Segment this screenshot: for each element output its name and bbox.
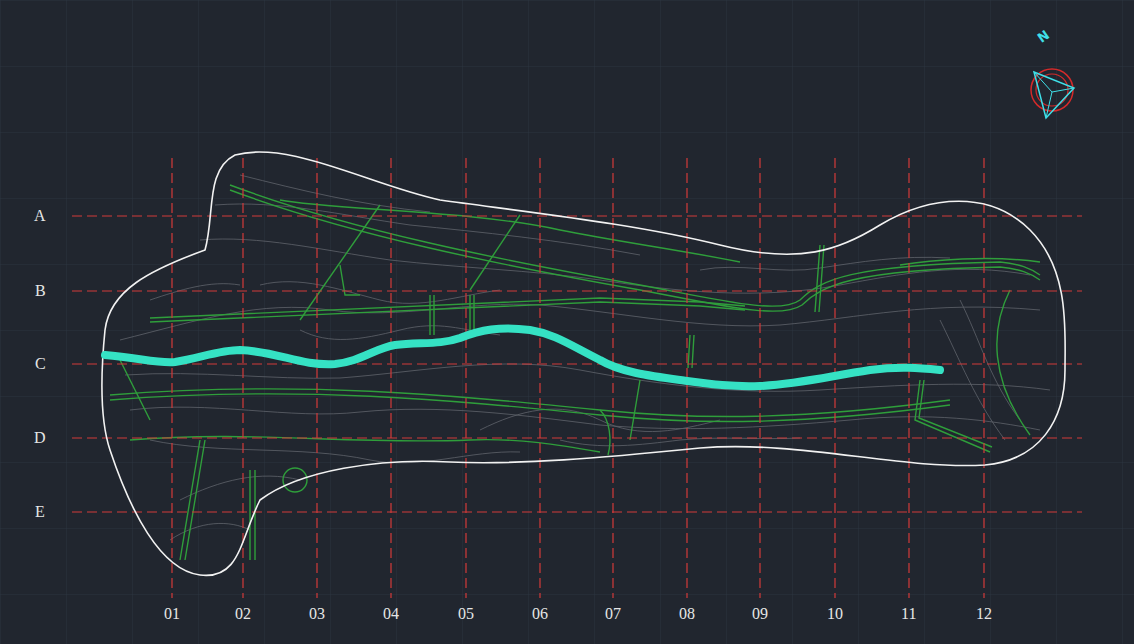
grid-row-label: D: [34, 430, 46, 446]
north-arrow: [1031, 69, 1074, 118]
grid-row-label: C: [35, 356, 46, 372]
grid-column-label: 03: [309, 606, 325, 622]
grid-column-label: 10: [827, 606, 843, 622]
grid-column-label: 01: [164, 606, 180, 622]
grid-column-label: 09: [752, 606, 768, 622]
grid-row-label: B: [35, 283, 46, 299]
grid-column-label: 04: [383, 606, 399, 622]
grid-column-label: 05: [458, 606, 474, 622]
grid-column-label: 07: [605, 606, 621, 622]
grid-column-label: 12: [976, 606, 992, 622]
grid-row-label: E: [35, 504, 45, 520]
site-boundary: [102, 152, 1065, 575]
grid-lines: [72, 158, 1082, 598]
grid-column-label: 02: [235, 606, 251, 622]
grid-column-label: 06: [532, 606, 548, 622]
river: [105, 328, 940, 386]
grid-column-label: 08: [679, 606, 695, 622]
grid-row-label: A: [34, 208, 46, 224]
road-lines: [110, 185, 1040, 560]
contour-lines: [120, 175, 1050, 540]
grid-column-label: 11: [901, 606, 916, 622]
